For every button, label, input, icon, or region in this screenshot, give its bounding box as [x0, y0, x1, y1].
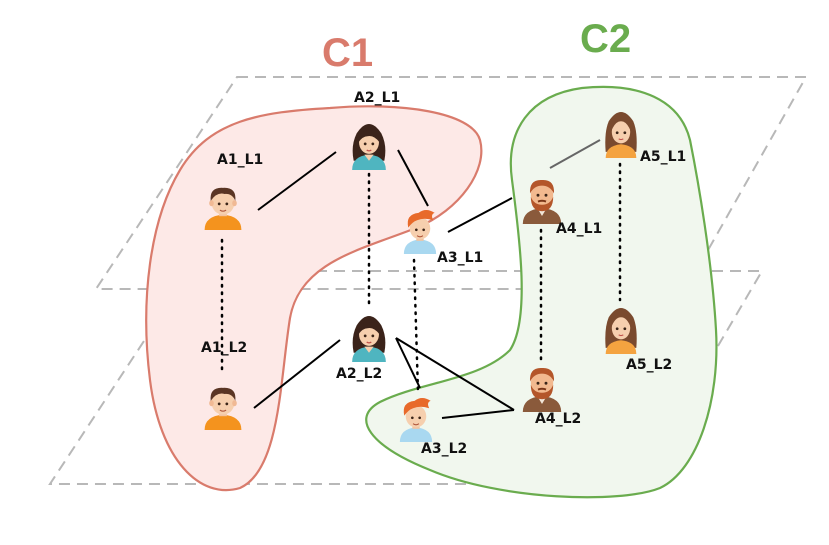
node-label: A3_L2	[421, 441, 467, 457]
node-a2-l1: A2_L1	[351, 90, 400, 171]
node-a4-l1: A4_L1	[521, 178, 602, 237]
woman-teal-shirt-icon	[351, 315, 387, 363]
node-a1-l1: A1_L1	[203, 152, 263, 231]
node-a4-l2: A4_L2	[521, 366, 581, 427]
intralayer-edges	[253, 139, 601, 419]
node-a2-l2: A2_L2	[336, 315, 387, 382]
node-a1-l2: A1_L2	[201, 340, 247, 431]
interlayer-link	[412, 258, 420, 394]
nodes: A1_L1 A2_L1 A3_L1 A4_L1 A5_L1 A1_L2 A2_L…	[201, 90, 686, 457]
edge	[395, 337, 421, 389]
cluster-c2-title: C2	[580, 17, 631, 61]
node-label: A3_L1	[437, 250, 483, 266]
edge	[257, 151, 337, 211]
node-a3-l2: A3_L2	[399, 397, 467, 457]
edge	[395, 337, 515, 411]
node-label: A4_L1	[556, 221, 602, 237]
node-label: A1_L1	[217, 152, 263, 168]
edge	[397, 149, 429, 207]
node-label: A2_L1	[354, 90, 400, 106]
cluster-c1-title: C1	[322, 31, 373, 75]
node-label: A1_L2	[201, 340, 247, 356]
edge	[549, 139, 601, 169]
node-label: A5_L1	[640, 149, 686, 165]
node-label: A4_L2	[535, 411, 581, 427]
node-a5-l2: A5_L2	[604, 307, 672, 373]
edge	[253, 339, 341, 409]
node-a5-l1: A5_L1	[604, 111, 686, 165]
node-label: A2_L2	[336, 366, 382, 382]
interlayer-links	[220, 162, 622, 394]
node-a3-l1: A3_L1	[403, 209, 483, 266]
edge	[447, 197, 513, 233]
node-label: A5_L2	[626, 357, 672, 373]
edge	[441, 409, 515, 419]
